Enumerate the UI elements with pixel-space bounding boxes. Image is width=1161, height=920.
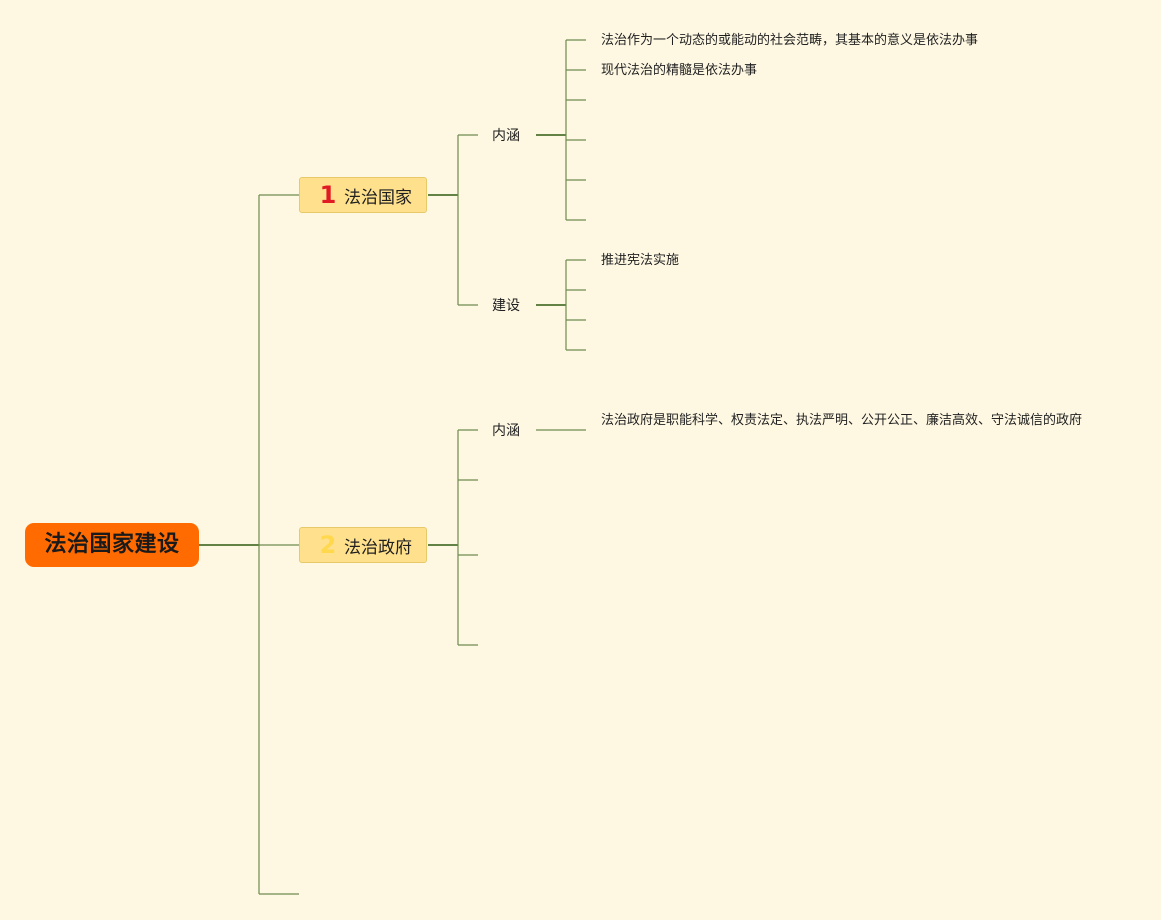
subtopic-jianshe[interactable]: 建设	[492, 297, 520, 315]
subtopic-neihan-2-label: 内涵	[492, 423, 520, 439]
subtopic-neihan-2[interactable]: 内涵	[492, 422, 520, 440]
root-topic-label: 法治国家建设	[44, 532, 180, 557]
topic-fazhi-guojia[interactable]: 1 法治国家	[299, 177, 427, 213]
topic-fazhi-guojia-label: 法治国家	[344, 187, 412, 208]
leaf-jianshe-item-1-text: 推进宪法实施	[601, 253, 680, 268]
subtopic-neihan-1[interactable]: 内涵	[492, 127, 520, 145]
root-topic[interactable]: 法治国家建设	[25, 523, 199, 567]
priority-2-icon: 2	[319, 531, 337, 559]
leaf-neihan-2-item-1-text: 法治政府是职能科学、权责法定、执法严明、公开公正、廉洁高效、守法诚信的政府	[601, 413, 1083, 428]
leaf-neihan-1-item-1-text: 法治作为一个动态的或能动的社会范畴，其基本的意义是依法办事	[601, 33, 979, 48]
topic-fazhi-zhengfu[interactable]: 2 法治政府	[299, 527, 427, 563]
topic-fazhi-zhengfu-label: 法治政府	[344, 537, 412, 558]
leaf-jianshe-item-1[interactable]: 推进宪法实施	[601, 251, 679, 270]
subtopic-jianshe-label: 建设	[492, 298, 520, 314]
leaf-neihan-1-item-2-text: 现代法治的精髓是依法办事	[601, 63, 758, 78]
subtopic-neihan-1-label: 内涵	[492, 128, 520, 144]
leaf-neihan-2-item-1[interactable]: 法治政府是职能科学、权责法定、执法严明、公开公正、廉洁高效、守法诚信的政府	[601, 411, 1101, 430]
leaf-neihan-1-item-2[interactable]: 现代法治的精髓是依法办事	[601, 61, 757, 80]
leaf-neihan-1-item-1[interactable]: 法治作为一个动态的或能动的社会范畴，其基本的意义是依法办事	[601, 31, 978, 50]
priority-1-icon: 1	[319, 181, 337, 209]
